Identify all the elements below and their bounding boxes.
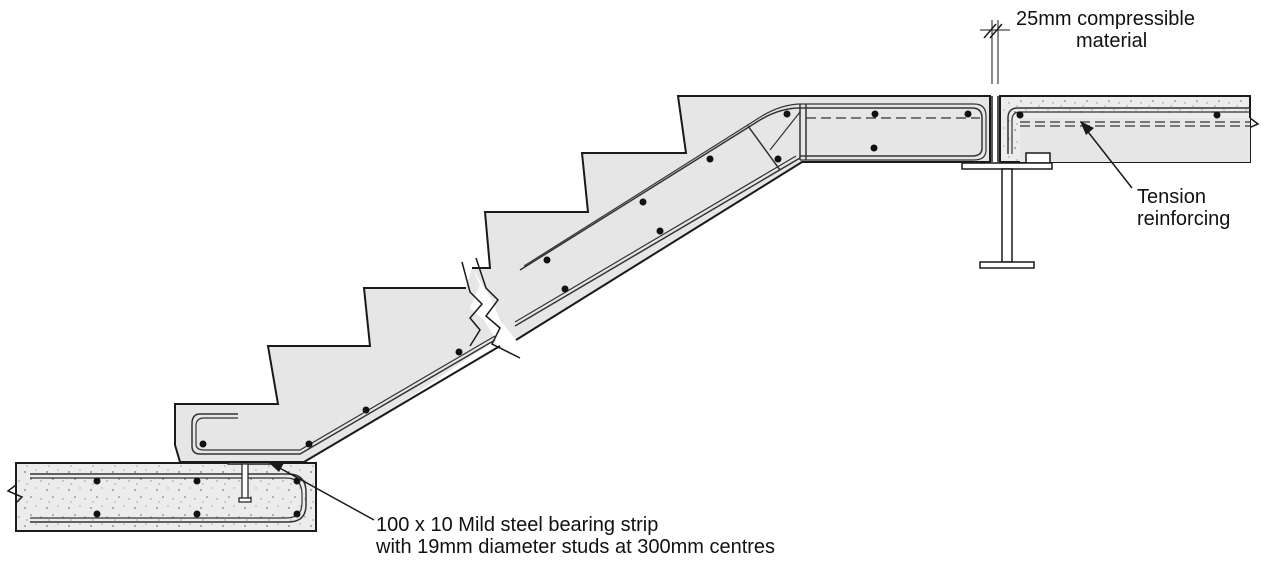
tension-label-line2: reinforcing: [1137, 208, 1231, 230]
bearing-arrowhead: [268, 462, 284, 472]
break-line-lower-slab: [6, 463, 24, 531]
flight-break-lines: [461, 257, 521, 359]
compressible-label-line2: material: [1076, 30, 1148, 52]
tension-label-line1: Tension: [1137, 186, 1206, 208]
bearing-strip-label: 100 x 10 Mild steel bearing strip with 1…: [376, 514, 775, 558]
upper-slab: [999, 95, 1260, 163]
compressible-gap: [980, 20, 1010, 162]
steel-beam: [961, 152, 1053, 269]
stair-flight-lower: [174, 268, 516, 463]
bearing-label-line2: with 19mm diameter studs at 300mm centre…: [376, 536, 776, 558]
leader-arrows: [268, 121, 1133, 521]
flight-reinforcement: [191, 103, 987, 455]
stair-flight-upper: [472, 95, 991, 341]
tension-arrowhead: [1080, 121, 1094, 135]
lower-slab-rebar: [30, 473, 307, 523]
lower-slab: [6, 462, 317, 532]
tension-leader: [1084, 127, 1133, 189]
bearing-leader: [275, 465, 375, 521]
compressible-label-line1: 25mm compressible: [1016, 8, 1195, 30]
compressible-material-label: 25mm compressible material: [1016, 8, 1195, 52]
tension-reinforcing-label: Tension reinforcing: [1137, 186, 1230, 230]
bearing-label-line1: 100 x 10 Mild steel bearing strip: [376, 514, 659, 536]
